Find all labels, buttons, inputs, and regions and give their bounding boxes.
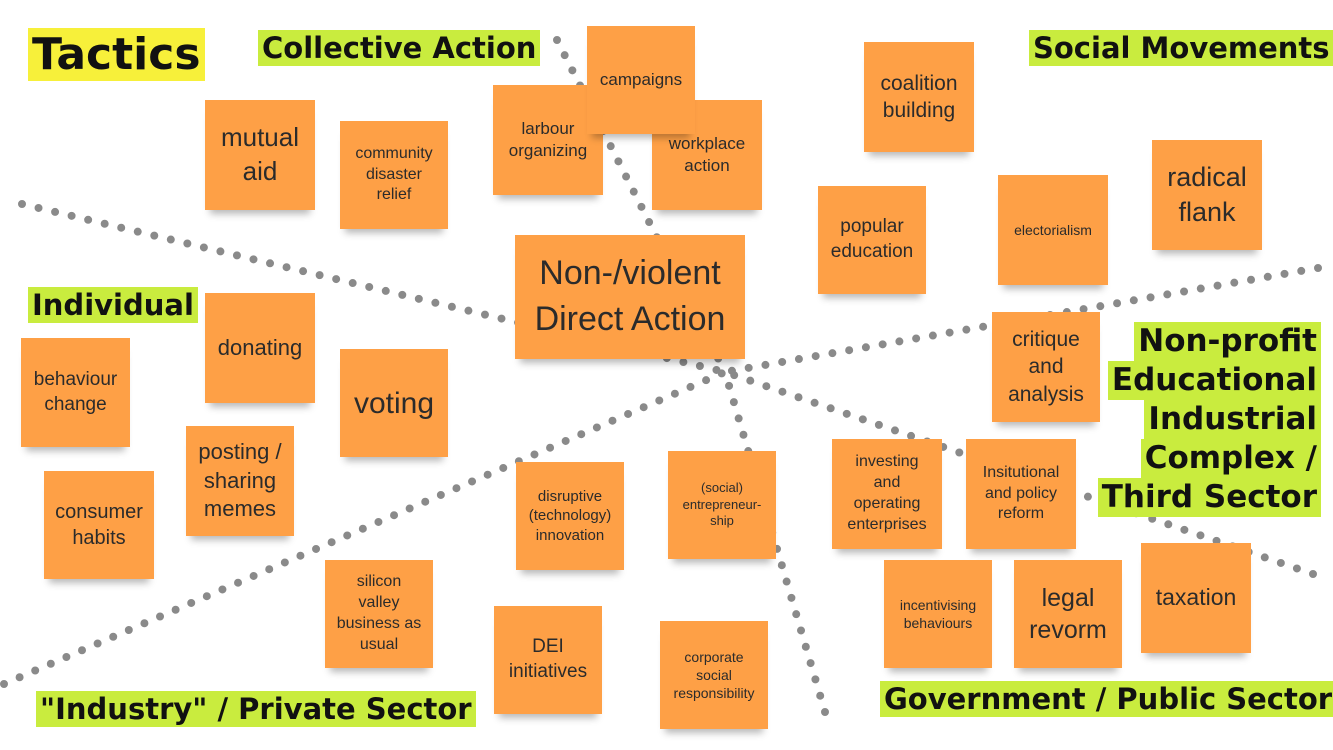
- label-nonprofit-complex: Non-profit Educational Industrial Comple…: [1097, 322, 1321, 517]
- divider-lower-right: [721, 368, 1317, 578]
- sticky-note-mutual-aid[interactable]: mutual aid: [205, 100, 315, 210]
- label-collective-action: Collective Action: [258, 30, 541, 67]
- sticky-note-consumer-habits[interactable]: consumer habits: [44, 471, 154, 579]
- sticky-note-radical-flank[interactable]: radical flank: [1152, 140, 1262, 250]
- sticky-note-incentivising-behaviours[interactable]: incentivising behaviours: [884, 560, 992, 668]
- sticky-note-donating[interactable]: donating: [205, 293, 315, 403]
- sticky-note-corporate-responsibility[interactable]: corporate social responsibility: [660, 621, 768, 729]
- sticky-note-taxation[interactable]: taxation: [1141, 543, 1251, 653]
- label-nonprofit-line: Third Sector: [1097, 478, 1321, 517]
- label-public-sector: Government / Public Sector: [880, 681, 1333, 718]
- sticky-note-behaviour-change[interactable]: behaviour change: [21, 338, 130, 447]
- sticky-note-disruptive-innovation[interactable]: disruptive (technology) innovation: [516, 462, 624, 570]
- sticky-note-legal-reform[interactable]: legal revorm: [1014, 560, 1122, 668]
- sticky-note-voting[interactable]: voting: [340, 349, 448, 457]
- sticky-note-popular-education[interactable]: popular education: [818, 186, 926, 294]
- label-nonprofit-line: Complex /: [1140, 439, 1321, 478]
- sticky-note-coalition-building[interactable]: coalition building: [864, 42, 974, 152]
- sticky-note-posting-memes[interactable]: posting / sharing memes: [186, 426, 294, 536]
- sticky-note-critique-analysis[interactable]: critique and analysis: [992, 312, 1100, 422]
- sticky-note-institutional-reform[interactable]: Insitutional and policy reform: [966, 439, 1076, 549]
- sticky-note-campaigns[interactable]: campaigns: [587, 26, 695, 134]
- divider-top: [553, 36, 729, 376]
- sticky-note-silicon-valley[interactable]: silicon valley business as usual: [325, 560, 433, 668]
- sticky-note-social-entrepreneurship[interactable]: (social) entrepreneur- ship: [668, 451, 776, 559]
- label-private-sector: "Industry" / Private Sector: [36, 691, 476, 728]
- divider-upper-left: [18, 200, 729, 376]
- label-individual: Individual: [28, 287, 198, 324]
- sticky-note-labour-organizing[interactable]: larbour organizing: [493, 85, 603, 195]
- sticky-note-direct-action[interactable]: Non-/violent Direct Action: [515, 235, 745, 359]
- divider-lower-left: [0, 368, 729, 688]
- label-nonprofit-line: Industrial: [1144, 400, 1321, 439]
- label-nonprofit-line: Educational: [1107, 361, 1321, 400]
- board-title: Tactics: [28, 28, 205, 82]
- sticky-note-investing-enterprises[interactable]: investing and operating enterprises: [832, 439, 942, 549]
- sticky-note-community-disaster-relief[interactable]: community disaster relief: [340, 121, 448, 229]
- label-social-movements: Social Movements: [1029, 30, 1333, 67]
- sticky-note-dei-initiatives[interactable]: DEI initiatives: [494, 606, 602, 714]
- label-nonprofit-line: Non-profit: [1134, 322, 1321, 361]
- sticky-note-workplace-action[interactable]: workplace action: [652, 100, 762, 210]
- sticky-note-electoralism[interactable]: electorialism: [998, 175, 1108, 285]
- divider-right-up: [721, 264, 1322, 376]
